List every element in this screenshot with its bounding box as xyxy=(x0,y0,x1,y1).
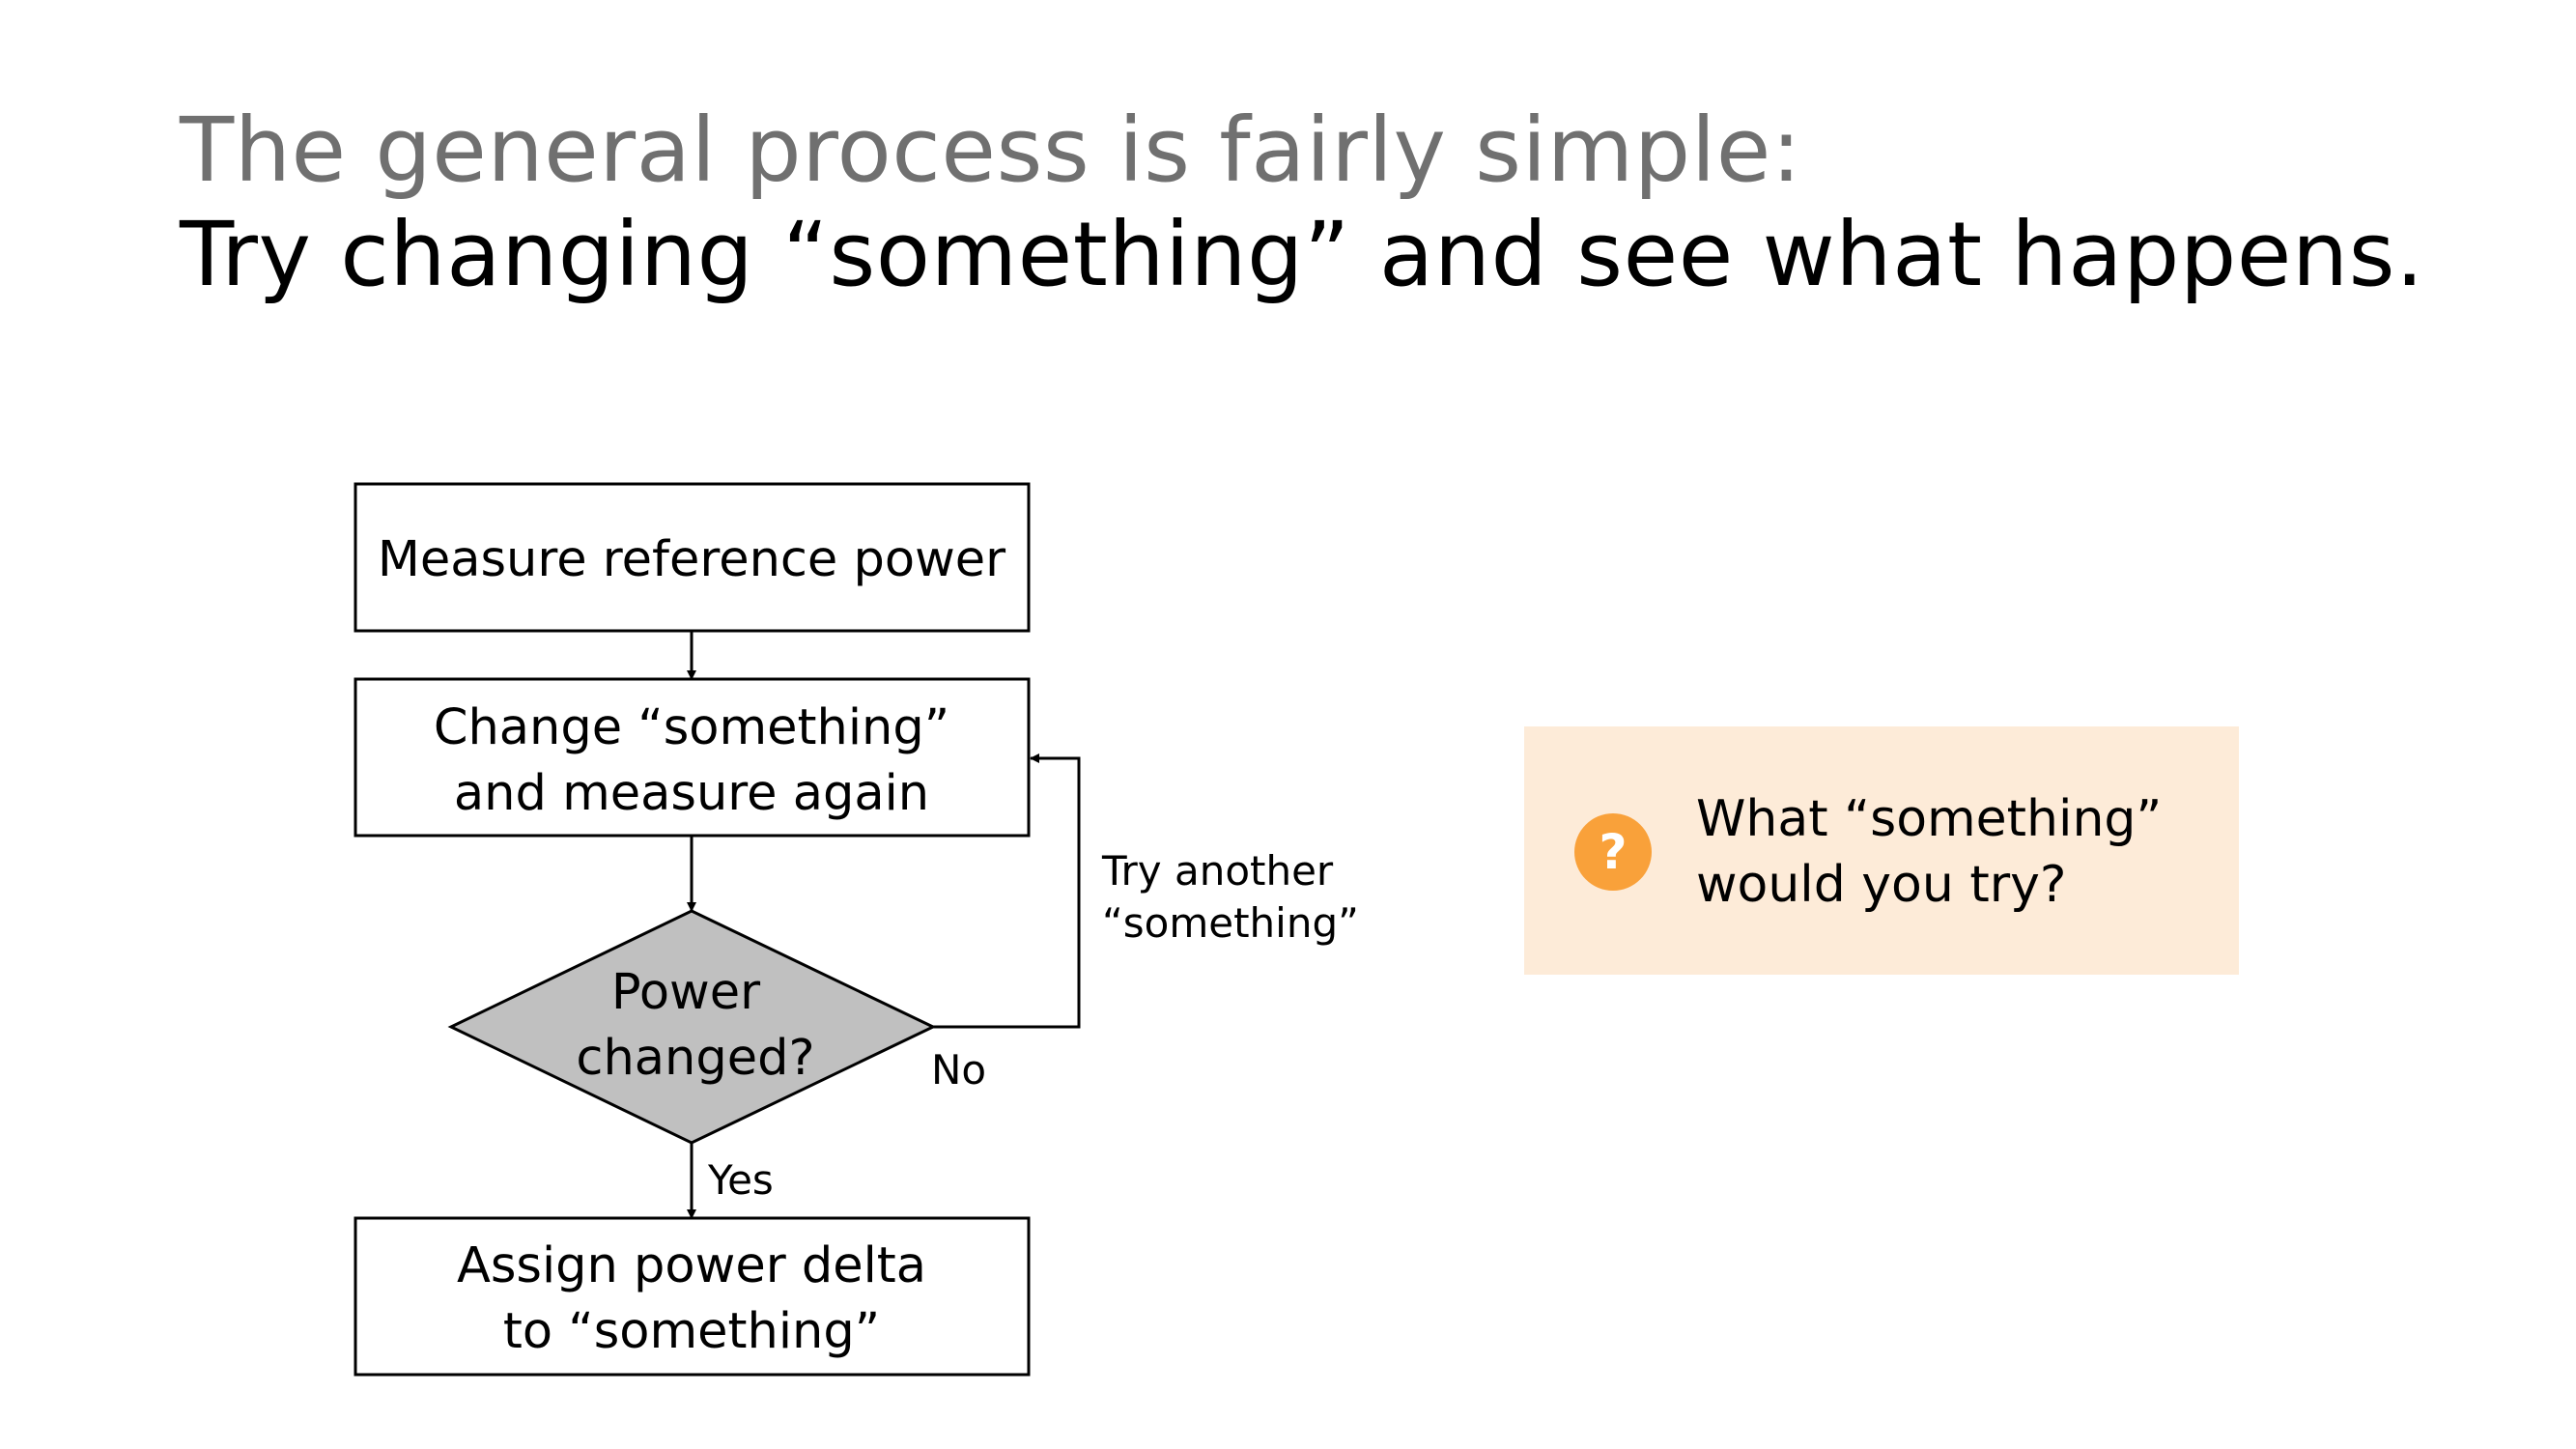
decision-power-changed: Power changed? xyxy=(447,909,937,1145)
decision-label-line2: changed? xyxy=(576,1030,814,1087)
title-main: Try changing “something” and see what ha… xyxy=(180,203,2424,306)
step-assign-delta: Assign power delta to “something” xyxy=(354,1216,1031,1377)
step-change-label-line1: Change “something” xyxy=(434,699,949,756)
label-retry-line1: Try another xyxy=(1101,847,1334,895)
step-measure-label: Measure reference power xyxy=(378,531,1005,588)
step-measure-reference: Measure reference power xyxy=(354,482,1031,633)
label-retry-line2: “something” xyxy=(1102,899,1359,947)
step-assign-box xyxy=(354,1216,1031,1377)
callout-text: What “something” would you try? xyxy=(1696,786,2162,918)
step-assign-label-line2: to “something” xyxy=(503,1303,880,1360)
slide-title: The general process is fairly simple: Tr… xyxy=(180,106,2424,299)
decision-label-line1: Power xyxy=(611,964,760,1021)
callout-text-line2: would you try? xyxy=(1696,856,2067,914)
step-assign-label-line1: Assign power delta xyxy=(457,1237,926,1294)
decision-diamond xyxy=(447,909,937,1145)
question-callout: ? What “something” would you try? xyxy=(1524,726,2239,975)
step-change-box xyxy=(354,677,1031,838)
step-change-something: Change “something” and measure again xyxy=(354,677,1031,838)
step-change-label-line2: and measure again xyxy=(454,765,929,822)
label-no: No xyxy=(931,1046,986,1094)
question-icon: ? xyxy=(1574,813,1652,891)
label-yes: Yes xyxy=(707,1156,774,1204)
title-subtitle: The general process is fairly simple: xyxy=(180,99,1802,202)
arrow-no-loop xyxy=(933,753,1081,1029)
callout-text-line1: What “something” xyxy=(1696,790,2163,848)
